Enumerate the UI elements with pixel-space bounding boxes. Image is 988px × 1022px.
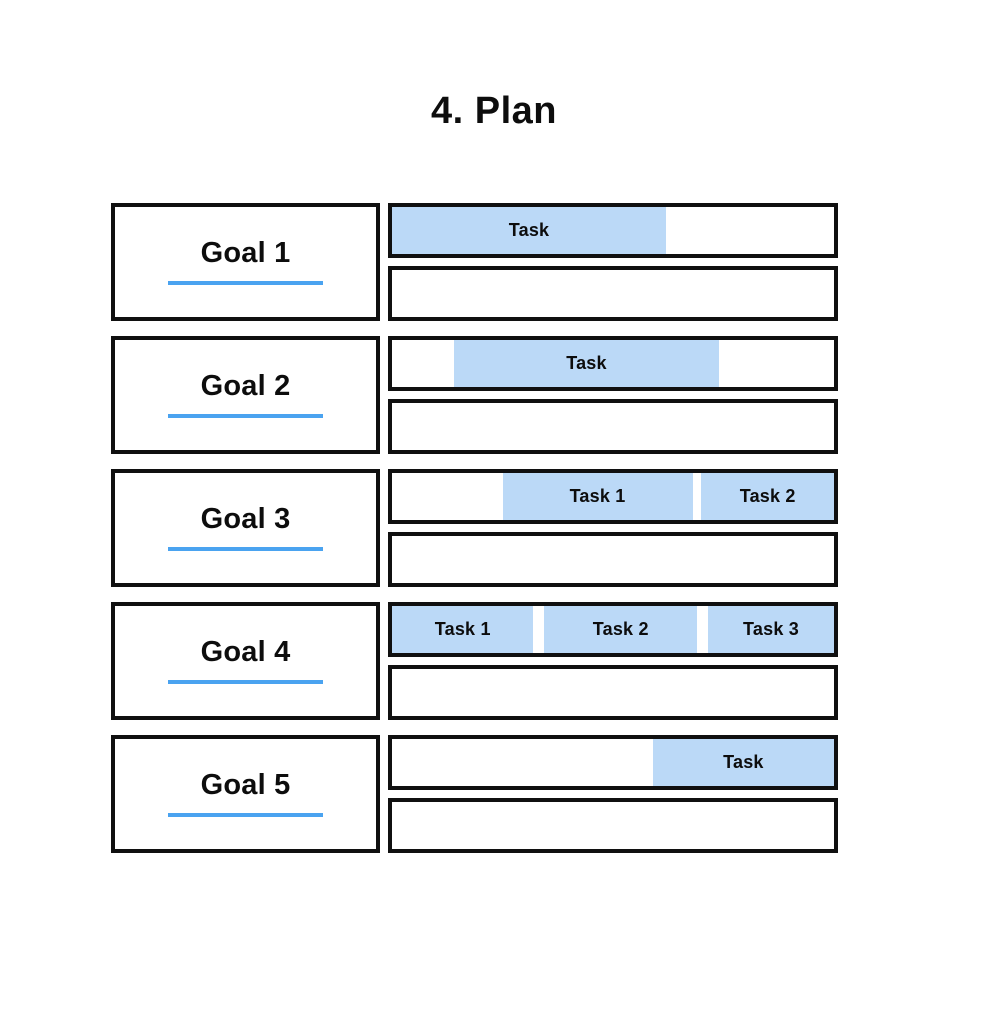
track-group: Task [388, 203, 838, 321]
page-title: 4. Plan [431, 90, 557, 132]
timeline-track-2-b[interactable] [388, 399, 838, 454]
task-bar[interactable]: Task [392, 207, 667, 254]
task-bar[interactable]: Task [453, 340, 720, 387]
track-group: Task 1 Task 2 Task 3 [388, 602, 838, 720]
timeline-track-1-b[interactable] [388, 266, 838, 321]
timeline-track-5-b[interactable] [388, 798, 838, 853]
task-bar[interactable]: Task 2 [701, 473, 834, 520]
task-label: Task 2 [739, 486, 796, 506]
timeline-track-2-a[interactable]: Task [388, 336, 838, 391]
goal-row: Goal 3 Task 1 Task 2 [111, 469, 838, 587]
track-group: Task [388, 336, 838, 454]
task-label: Task 1 [434, 619, 491, 639]
task-label: Task 3 [743, 619, 799, 639]
track-group: Task [388, 735, 838, 853]
goal-row: Goal 4 Task 1 Task 2 Task 3 [111, 602, 838, 720]
goal-underline [168, 547, 323, 551]
task-bar[interactable]: Task 1 [502, 473, 693, 520]
goal-underline [168, 680, 323, 684]
goal-label: Goal 2 [200, 370, 291, 402]
goal-underline [168, 813, 323, 817]
goal-underline [168, 281, 323, 285]
task-label: Task [508, 220, 550, 240]
timeline-track-3-b[interactable] [388, 532, 838, 587]
task-bar[interactable]: Task [652, 739, 834, 786]
timeline-track-1-a[interactable]: Task [388, 203, 838, 258]
track-group: Task 1 Task 2 [388, 469, 838, 587]
task-label: Task [723, 752, 764, 772]
task-bar[interactable]: Task 1 [392, 606, 534, 653]
goal-box-5[interactable]: Goal 5 [111, 735, 380, 853]
goal-row: Goal 2 Task [111, 336, 838, 454]
goal-label: Goal 4 [200, 636, 291, 668]
goal-box-2[interactable]: Goal 2 [111, 336, 380, 454]
timeline-track-5-a[interactable]: Task [388, 735, 838, 790]
task-bar[interactable]: Task 3 [708, 606, 834, 653]
goal-underline [168, 414, 323, 418]
goal-row: Goal 1 Task [111, 203, 838, 321]
task-label: Task 1 [569, 486, 626, 506]
task-label: Task 2 [592, 619, 649, 639]
goal-label: Goal 3 [200, 503, 291, 535]
goal-box-3[interactable]: Goal 3 [111, 469, 380, 587]
goal-box-4[interactable]: Goal 4 [111, 602, 380, 720]
task-label: Task [566, 353, 607, 373]
goal-label: Goal 5 [200, 769, 291, 801]
goal-box-1[interactable]: Goal 1 [111, 203, 380, 321]
timeline-track-4-b[interactable] [388, 665, 838, 720]
timeline-track-3-a[interactable]: Task 1 Task 2 [388, 469, 838, 524]
timeline-track-4-a[interactable]: Task 1 Task 2 Task 3 [388, 602, 838, 657]
task-bar[interactable]: Task 2 [544, 606, 697, 653]
goal-label: Goal 1 [200, 237, 291, 269]
goal-row: Goal 5 Task [111, 735, 838, 853]
